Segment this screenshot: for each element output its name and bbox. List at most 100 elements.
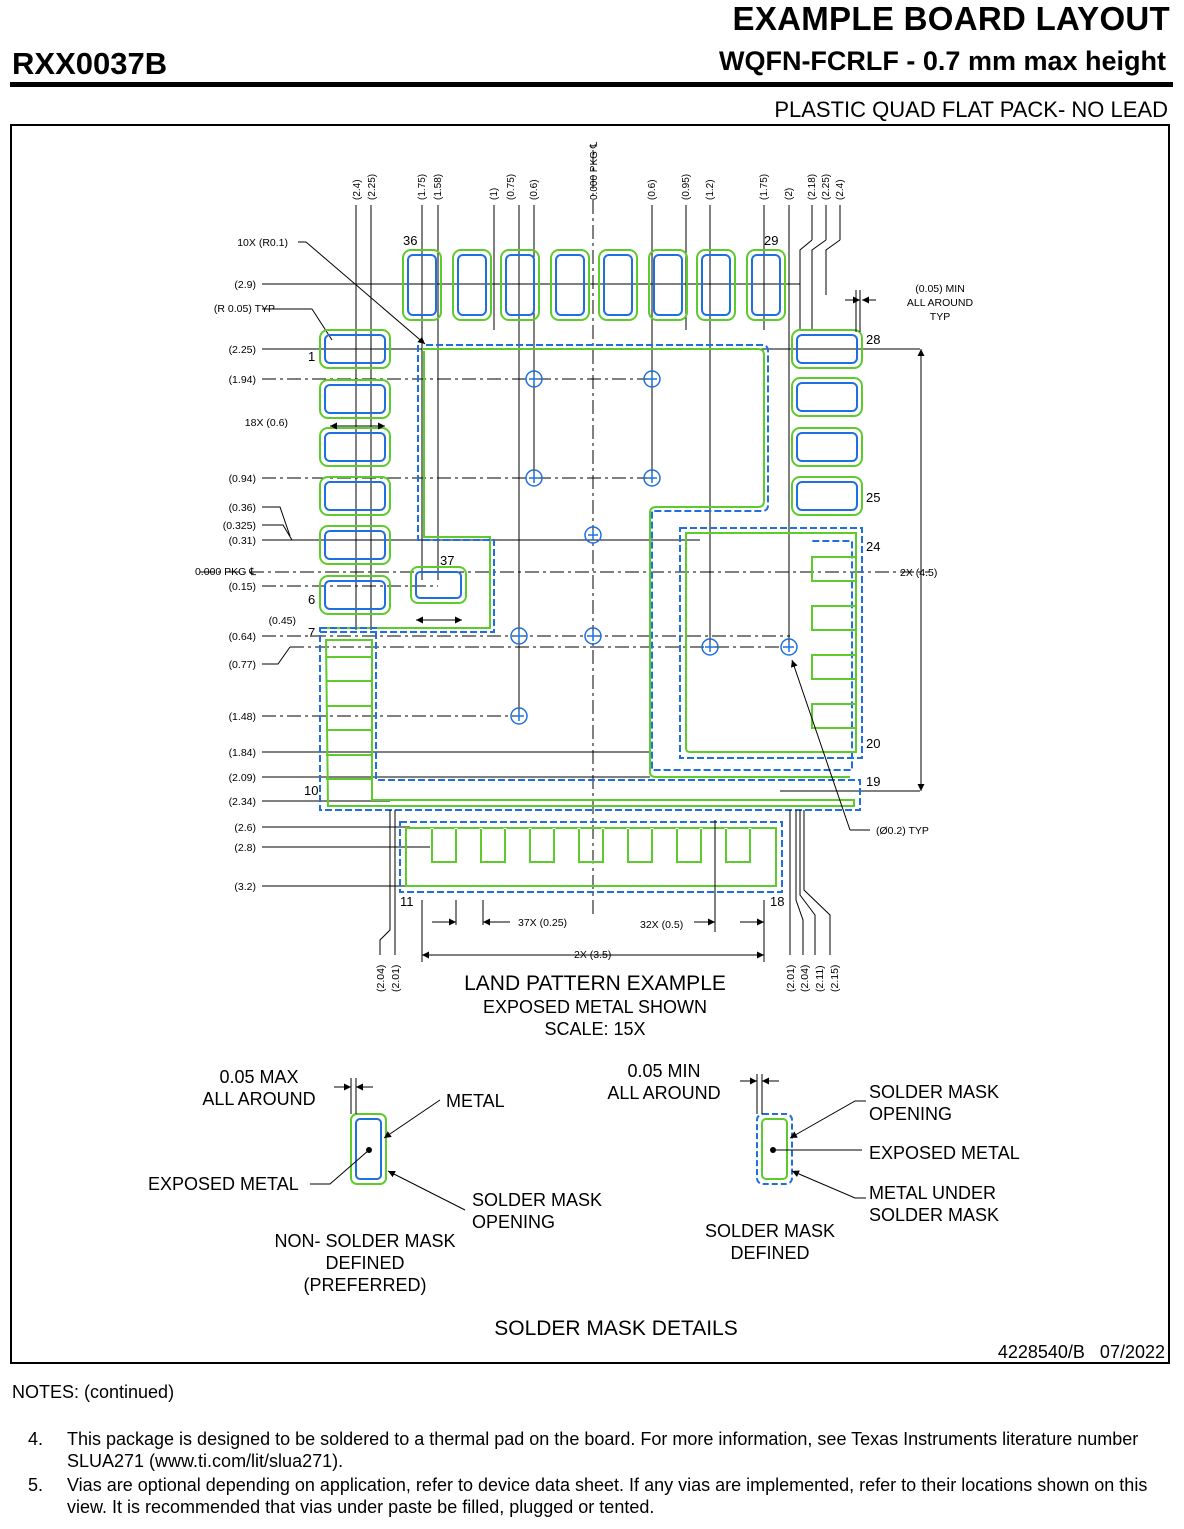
via-circle xyxy=(643,469,661,487)
top-dim-label: (2.25) xyxy=(367,174,378,200)
comb-finger xyxy=(811,556,856,582)
pin-label: 25 xyxy=(866,490,880,505)
top-dim-label: (1.58) xyxy=(433,174,444,200)
left-pad-mask xyxy=(319,575,391,615)
dim-label: (0.94) xyxy=(229,473,256,485)
dim-label: (2.09) xyxy=(229,772,256,784)
top-pad-mask xyxy=(598,249,638,321)
comb-finger xyxy=(529,829,555,863)
pin-label: 18 xyxy=(770,894,784,909)
top-pad-mask xyxy=(648,249,688,321)
top-dim-label: 0.000 PKG ℄ xyxy=(589,141,600,200)
note-number: 4. xyxy=(28,1429,44,1449)
pin-labels: 36 29 28 25 24 20 19 18 11 10 7 6 1 37 xyxy=(304,233,880,909)
top-dim-label: (0.95) xyxy=(681,174,692,200)
right-pad-mask xyxy=(791,329,863,369)
comb-finger xyxy=(326,656,373,682)
comb-finger xyxy=(627,829,653,863)
dim-label: (Ø0.2) TYP xyxy=(876,825,929,837)
dim-label: (0.64) xyxy=(229,631,256,643)
dim-label: (2.01) xyxy=(390,965,402,992)
right-pad-metal xyxy=(796,382,858,412)
top-pad-metal xyxy=(653,254,683,316)
dim-label: (2.15) xyxy=(829,965,841,992)
top-pad-mask xyxy=(550,249,590,321)
dim-label: (0.36) xyxy=(229,502,256,514)
nsmd-gap-label: ALL AROUND xyxy=(202,1089,315,1109)
right-pad-mask xyxy=(791,476,863,516)
top-pad-metal xyxy=(603,254,633,316)
top-dim-label: (1.2) xyxy=(705,179,716,200)
top-dim-label: (0.6) xyxy=(647,179,658,200)
dim-label: (2.6) xyxy=(234,822,256,834)
nsmd-exposed-label: EXPOSED METAL xyxy=(148,1174,299,1194)
via-circle xyxy=(780,638,798,656)
pin-label: 29 xyxy=(764,233,778,248)
top-pad-metal xyxy=(751,254,781,316)
left-pad-metal xyxy=(324,432,386,462)
top-dim-label: (2.4) xyxy=(835,179,846,200)
top-dim-label: (1) xyxy=(489,188,500,200)
dim-label: (0.77) xyxy=(229,659,256,671)
dim-label: 2X (3.5) xyxy=(574,949,611,961)
comb-finger xyxy=(676,829,702,863)
part-number: RXX0037B xyxy=(12,46,168,81)
dim-label: (2.8) xyxy=(234,842,256,854)
dim-label: 0.000 PKG ℄ xyxy=(195,566,256,578)
caption-line: LAND PATTERN EXAMPLE xyxy=(464,972,726,995)
dim-label: (0.15) xyxy=(229,581,256,593)
vias xyxy=(510,370,798,725)
dim-label: (3.2) xyxy=(234,881,256,893)
document-number: 4228540/B 07/2022 xyxy=(998,1342,1165,1362)
nsmd-opening-label: OPENING xyxy=(472,1212,555,1232)
top-pad-metal xyxy=(457,254,487,316)
header-rule xyxy=(10,82,1173,87)
comb-finger xyxy=(431,829,457,863)
caption-line: EXPOSED METAL SHOWN xyxy=(483,997,707,1017)
top-pad-mask xyxy=(500,249,540,321)
left-pad-mask xyxy=(319,476,391,516)
pin-label: 36 xyxy=(403,233,417,248)
dim-label: (1.48) xyxy=(229,711,256,723)
dim-label: (2.9) xyxy=(234,279,256,291)
top-dim-label: (2.25) xyxy=(821,174,832,200)
land-pattern-caption: LAND PATTERN EXAMPLE EXPOSED METAL SHOWN… xyxy=(464,972,726,1039)
pin-label: 7 xyxy=(308,625,315,640)
dim-label: (R 0.05) TYP xyxy=(214,303,275,315)
smd-name: DEFINED xyxy=(730,1243,809,1263)
pin-label: 1 xyxy=(308,349,315,364)
comb-finger xyxy=(326,705,373,731)
right-pad-mask xyxy=(791,427,863,467)
pin-label: 20 xyxy=(866,736,880,751)
nsmd-opening-label: SOLDER MASK xyxy=(472,1190,602,1210)
via-circle xyxy=(643,370,661,388)
perimeter-pads xyxy=(319,249,863,615)
comb-finger xyxy=(480,829,506,863)
right-pad-metal xyxy=(796,432,858,462)
top-dim-label: (1.75) xyxy=(417,174,428,200)
via-circle xyxy=(701,638,719,656)
dim-label: (1.84) xyxy=(229,747,256,759)
dim-label: (2.25) xyxy=(229,344,256,356)
notes-heading: NOTES: (continued) xyxy=(12,1382,175,1402)
left-pad-metal xyxy=(324,334,386,364)
left-pad-metal xyxy=(324,384,386,414)
via-circle xyxy=(510,627,528,645)
nsmd-name: (PREFERRED) xyxy=(303,1275,426,1295)
smd-exposed-label: EXPOSED METAL xyxy=(869,1143,1020,1163)
dim-label: 32X (0.5) xyxy=(640,919,683,931)
pin-label: 24 xyxy=(866,539,880,554)
dim-label: (0.45) xyxy=(269,615,296,627)
dim-label: (2.04) xyxy=(799,965,811,992)
top-dim-label: (2.18) xyxy=(807,174,818,200)
top-dim-label: (2.4) xyxy=(352,179,363,200)
comb-finger xyxy=(811,654,856,680)
dim-label: 10X (R0.1) xyxy=(237,237,288,249)
via-circle xyxy=(525,469,543,487)
top-pad-metal xyxy=(701,254,731,316)
dim-label: 18X (0.6) xyxy=(245,417,288,429)
smd-under-label: METAL UNDER xyxy=(869,1183,996,1203)
right-pad-metal xyxy=(796,334,858,364)
pin-label: 19 xyxy=(866,774,880,789)
